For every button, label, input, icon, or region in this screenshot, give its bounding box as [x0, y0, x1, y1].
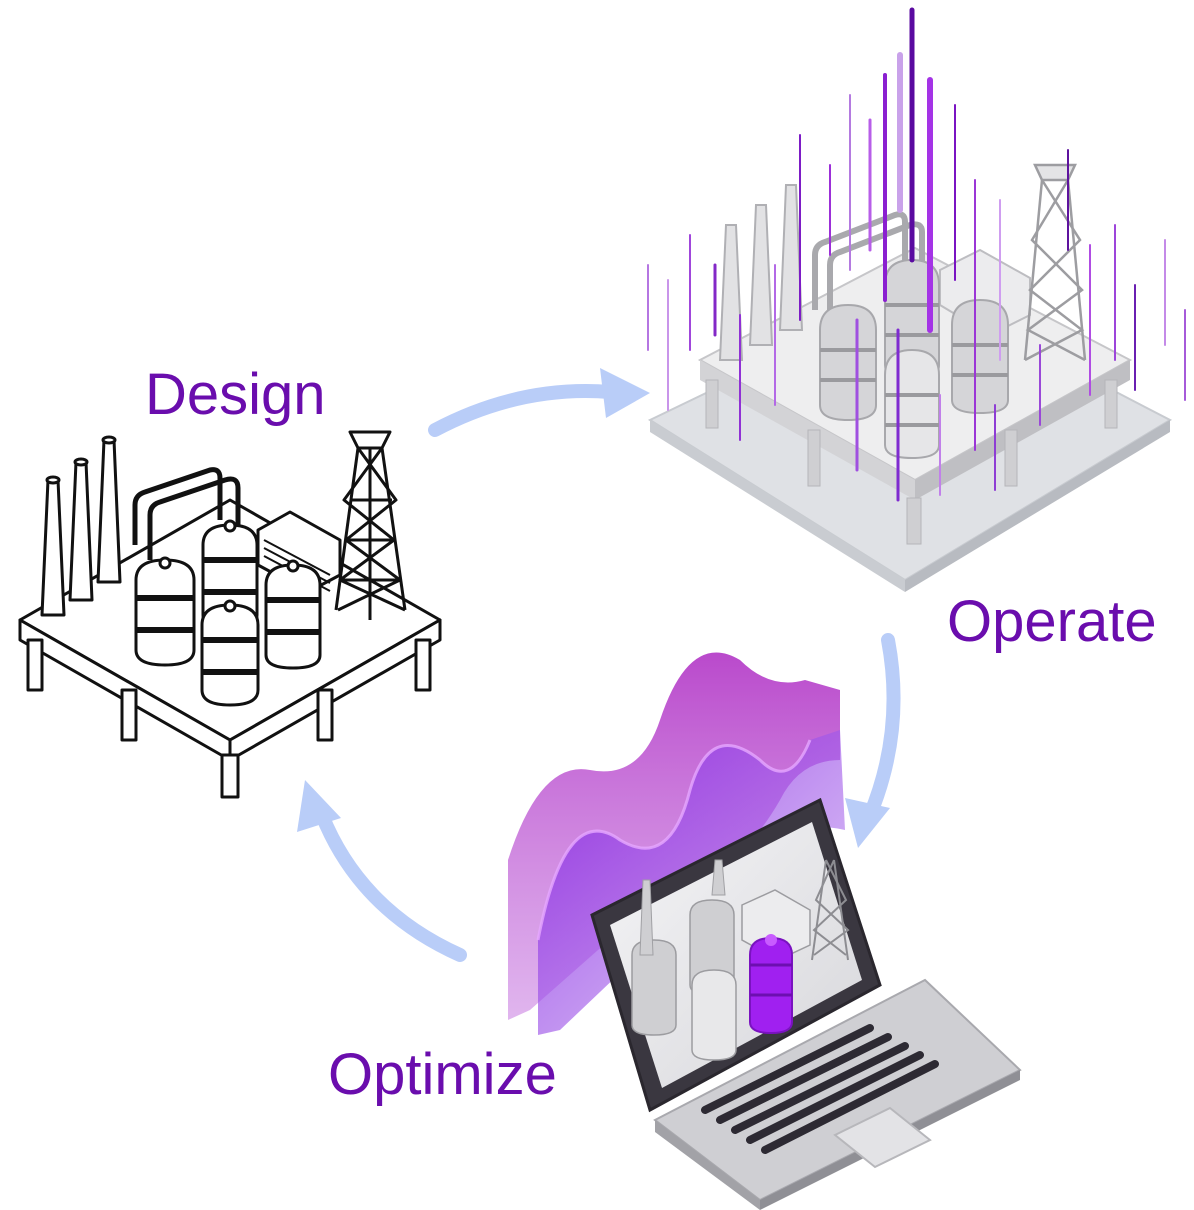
operate-data-bars [647, 7, 1186, 502]
optimize-laptop-icon [508, 652, 1022, 1210]
design-tower [334, 430, 407, 620]
design-vessel-3 [264, 559, 322, 670]
design-vessel-4 [200, 599, 260, 707]
design-plant-icon [18, 430, 442, 799]
design-vessel-1 [134, 556, 196, 667]
stage-label-optimize: Optimize [328, 1042, 557, 1107]
stage-label-operate: Operate [947, 589, 1157, 654]
cycle-arrow-icon [315, 384, 901, 962]
screen-plant [631, 859, 850, 1061]
stage-label-design: Design [145, 362, 326, 427]
arrow-optimize-to-design [315, 808, 467, 962]
trackpad [833, 1106, 932, 1169]
keyboard [701, 1024, 939, 1154]
arrow-heads [297, 368, 890, 848]
arrow-operate-to-optimize [863, 633, 901, 822]
highlighted-vessel [749, 936, 793, 1035]
arrow-design-to-operate [428, 384, 617, 437]
